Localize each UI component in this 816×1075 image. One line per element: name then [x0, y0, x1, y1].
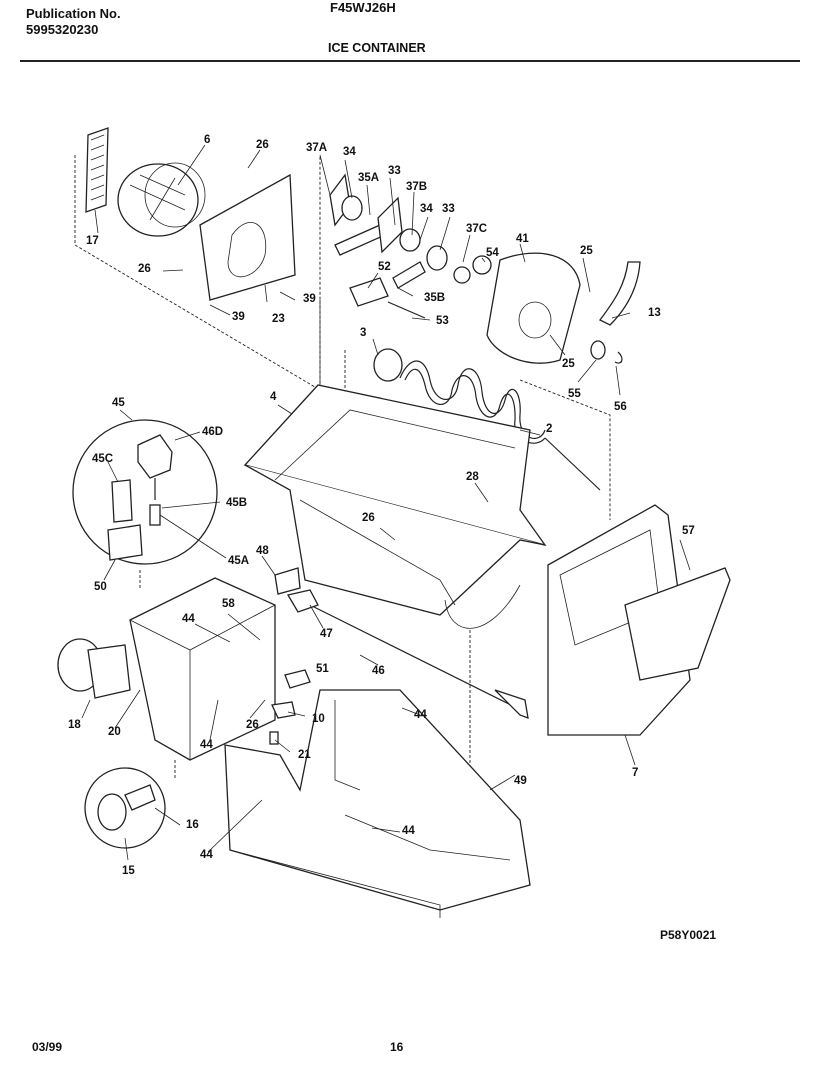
- callout-label: 44: [200, 849, 213, 861]
- callout-label: 37C: [466, 223, 487, 235]
- callout-label: 53: [436, 315, 449, 327]
- callout-label: 44: [414, 709, 427, 721]
- callout-label: 55: [568, 388, 581, 400]
- header-rule: [20, 60, 800, 62]
- callout-label: 23: [272, 313, 285, 325]
- callout-label: 45A: [228, 555, 249, 567]
- callout-label: 45C: [92, 453, 113, 465]
- callout-label: 44: [402, 825, 415, 837]
- callout-label: 51: [316, 663, 329, 675]
- callout-label: 6: [204, 134, 210, 146]
- callout-label: 7: [632, 767, 638, 779]
- footer-page-number: 16: [390, 1040, 404, 1054]
- callout-label: 45B: [226, 497, 247, 509]
- callout-label: 25: [580, 245, 593, 257]
- callout-label: 25: [562, 358, 575, 370]
- callout-label: 35A: [358, 172, 379, 184]
- callout-label: 50: [94, 581, 107, 593]
- parts-drawing: [57, 127, 731, 918]
- callout-label: 17: [86, 235, 99, 247]
- callout-label: 26: [362, 512, 375, 524]
- callout-label: 33: [442, 203, 455, 215]
- callout-label: 26: [256, 139, 269, 151]
- callout-label: 34: [420, 203, 433, 215]
- callout-label: 45: [112, 397, 125, 409]
- callout-label: 44: [200, 739, 213, 751]
- callout-label: 15: [122, 865, 135, 877]
- callout-label: 13: [648, 307, 661, 319]
- callout-label: 35B: [424, 292, 445, 304]
- callout-label: 37A: [306, 142, 327, 154]
- callout-label: 47: [320, 628, 333, 640]
- section-title: ICE CONTAINER: [328, 41, 426, 55]
- callout-label: 41: [516, 233, 529, 245]
- callout-label: 4: [270, 391, 277, 403]
- callout-label: 46: [372, 665, 385, 677]
- callout-label: 49: [514, 775, 527, 787]
- callout-label: 58: [222, 598, 235, 610]
- callout-label: 54: [486, 247, 499, 259]
- callout-label: 10: [312, 713, 325, 725]
- callout-label: 57: [682, 525, 695, 537]
- callout-label: 26: [246, 719, 259, 731]
- callout-label: 39: [232, 311, 245, 323]
- callout-label: 16: [186, 819, 199, 831]
- callout-label: 28: [466, 471, 479, 483]
- callout-label: 2: [546, 423, 552, 435]
- callout-label: 33: [388, 165, 401, 177]
- callout-label: 18: [68, 719, 81, 731]
- callout-label: 20: [108, 726, 121, 738]
- callout-label: 3: [360, 327, 366, 339]
- callout-label: 44: [182, 613, 195, 625]
- publication-label: Publication No.: [26, 6, 121, 21]
- callout-label: 34: [343, 146, 356, 158]
- callout-label: 52: [378, 261, 391, 273]
- model-number: F45WJ26H: [330, 0, 396, 15]
- callout-label: 37B: [406, 181, 427, 193]
- figure-code: P58Y0021: [660, 928, 717, 942]
- callout-label: 39: [303, 293, 316, 305]
- callout-label: 56: [614, 401, 627, 413]
- callout-label: 21: [298, 749, 311, 761]
- callout-label: 26: [138, 263, 151, 275]
- publication-number: 5995320230: [26, 22, 99, 37]
- callout-label: 46D: [202, 426, 223, 438]
- callout-label: 48: [256, 545, 269, 557]
- footer-date: 03/99: [32, 1040, 63, 1054]
